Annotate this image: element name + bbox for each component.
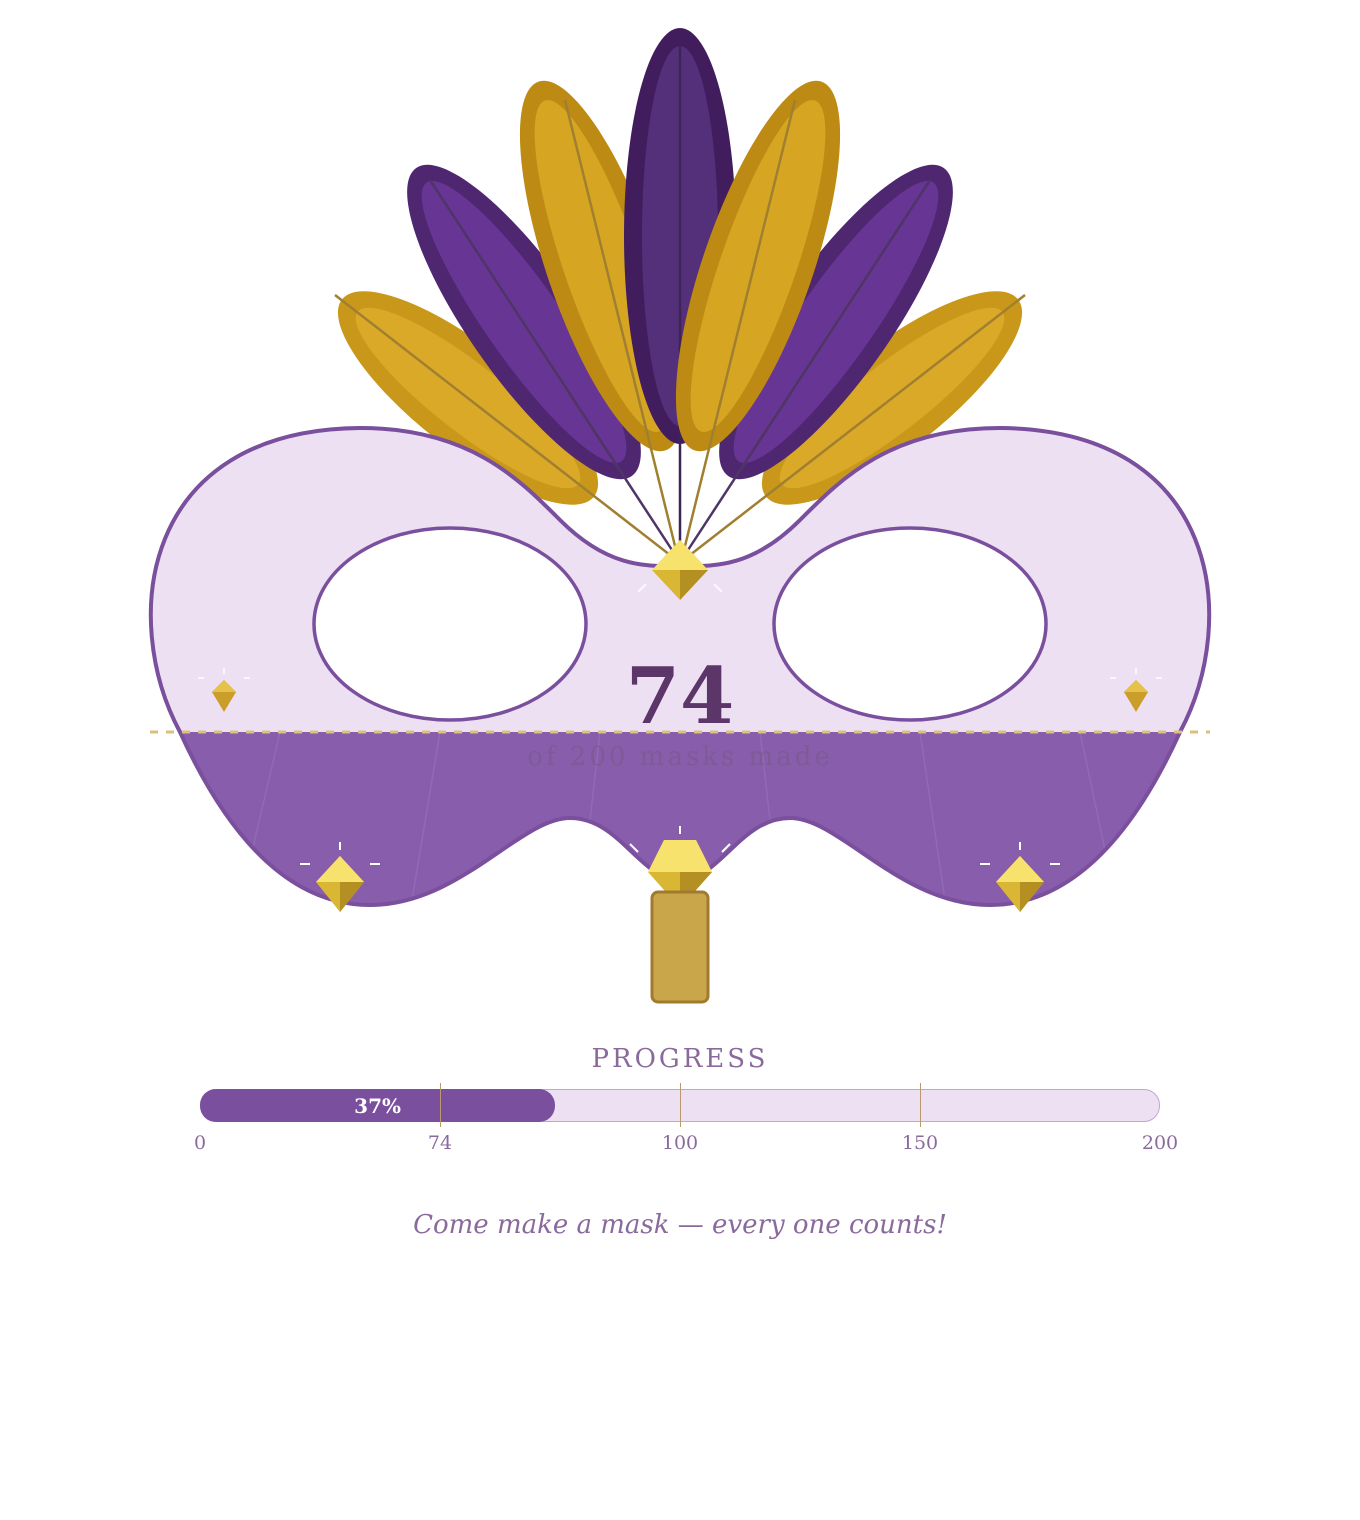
progress-tick-label: 74 [427, 1132, 453, 1154]
progress-tick [680, 1083, 681, 1127]
progress-tick [440, 1083, 441, 1127]
mask-count-subtitle: of 200 masks made [527, 742, 833, 772]
feather-gold-left-outer [334, 291, 671, 556]
feather-gold-right-outer [689, 291, 1026, 556]
gem-icon [637, 540, 723, 600]
left-eye-hole [312, 526, 588, 722]
progress-tick [920, 1083, 921, 1127]
gem-icon [300, 842, 380, 912]
progress-fill [200, 1089, 556, 1122]
progress-tick-label: 0 [193, 1132, 207, 1154]
gem-icon [980, 842, 1060, 912]
progress-tick-label: 100 [661, 1132, 699, 1154]
gem-icon [1110, 668, 1162, 712]
feather-gold-right-inner [675, 80, 841, 551]
progress-tick-label: 150 [901, 1132, 939, 1154]
feather-purple-left [407, 164, 674, 551]
gem-icon [198, 668, 250, 712]
progress-tick-label: 200 [1141, 1132, 1179, 1154]
feather-purple-right [686, 164, 953, 551]
call-to-action: Come make a mask — every one counts! [413, 1210, 947, 1240]
mask-illustration [148, 28, 1212, 1004]
progress-label: PROGRESS [591, 1044, 769, 1074]
progress-percent: 37% [354, 1094, 402, 1118]
gems [198, 540, 1162, 912]
right-eye-hole [772, 526, 1048, 722]
mask-count: 74 [625, 651, 735, 742]
feathers [334, 28, 1026, 556]
mask-handle [650, 890, 710, 1004]
